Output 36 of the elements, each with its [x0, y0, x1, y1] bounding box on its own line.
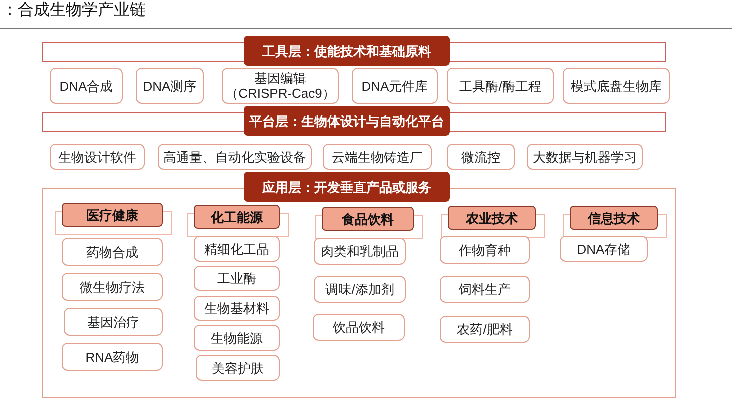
item-box: 微流控: [447, 144, 515, 170]
item-box: 农药/肥料: [440, 316, 530, 343]
diagram-title: ：合成生物学产业链: [2, 0, 146, 21]
item-box: DNA元件库: [352, 68, 438, 104]
item-box: 模式底盘生物库: [563, 68, 670, 104]
item-box: 基因治疗: [64, 308, 163, 336]
item-box: 生物基材料: [194, 296, 280, 321]
item-box: 调味/添加剂: [314, 276, 406, 303]
item-box: 工业酶: [194, 266, 280, 291]
item-box: 作物育种: [440, 236, 530, 264]
item-box: 肉类和乳制品: [314, 238, 406, 265]
item-box: 云端生物铸造厂: [323, 144, 432, 170]
item-box: RNA药物: [62, 343, 163, 371]
layer-heading: 应用层：开发垂直产品或服务: [244, 172, 450, 202]
item-box: 精细化工品: [194, 236, 280, 262]
item-box: 工具酶/酶工程: [447, 68, 554, 104]
item-box: DNA存储: [560, 236, 648, 262]
item-box: 微生物疗法: [62, 273, 163, 301]
item-box: 基因编辑（CRISPR-Cac9）: [222, 68, 339, 104]
category-tab: 化工能源: [194, 205, 280, 229]
category-tab: 信息技术: [570, 206, 658, 230]
item-box: DNA合成: [50, 68, 123, 104]
item-box: 高通量、自动化实验设备: [158, 144, 312, 170]
item-box: 生物设计软件: [50, 144, 145, 170]
layer-heading: 平台层：生物体设计与自动化平台: [244, 106, 450, 136]
item-box: 饮品饮料: [313, 314, 405, 341]
category-tab: 食品饮料: [322, 207, 414, 231]
item-box: 饲料生产: [440, 276, 530, 303]
item-box: 大数据与机器学习: [527, 144, 643, 170]
category-tab: 农业技术: [448, 206, 536, 230]
item-box: DNA测序: [136, 68, 204, 104]
layer-heading: 工具层：使能技术和基础原料: [244, 36, 450, 66]
item-box: 药物合成: [62, 238, 163, 266]
category-tab: 医疗健康: [62, 203, 163, 227]
item-box: 生物能源: [194, 325, 280, 351]
item-box: 美容护肤: [196, 355, 280, 381]
